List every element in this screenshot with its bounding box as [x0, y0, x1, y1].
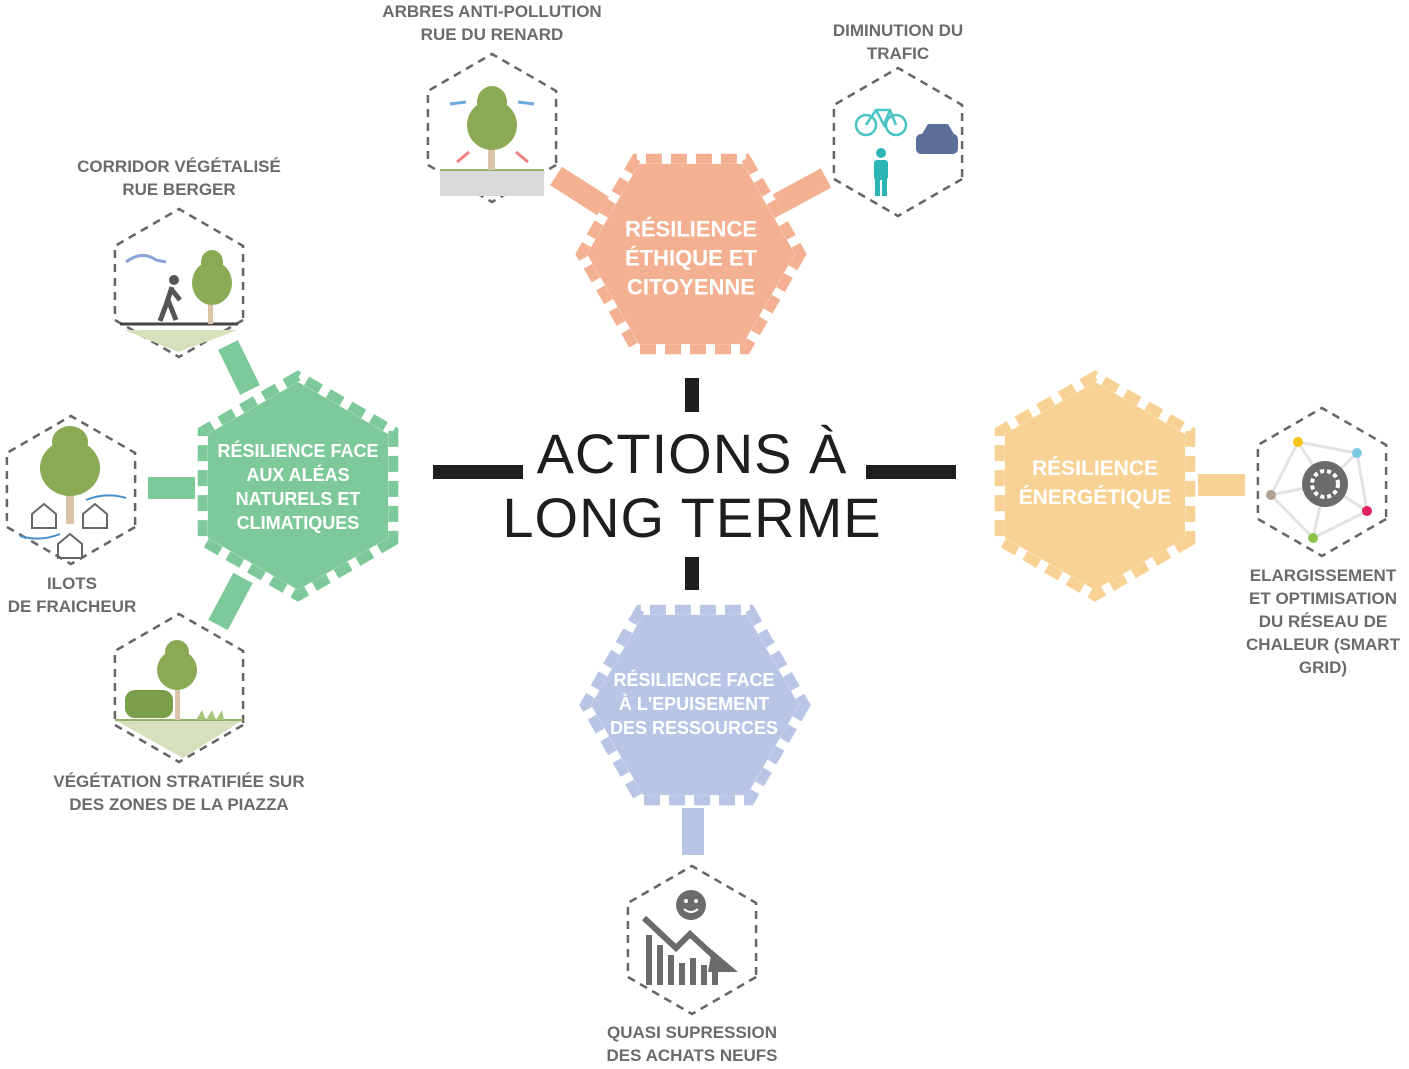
- pillar-ethique-dashed-border: [575, 153, 807, 355]
- pillar-line: AUX ALÉAS: [246, 465, 350, 485]
- label-line: DES ACHATS NEUFS: [606, 1046, 778, 1065]
- pillar-naturels-label: RÉSILIENCE FACE AUX ALÉAS NATURELS ET CL…: [217, 439, 378, 535]
- action-arbres-label: ARBRES ANTI-POLLUTION RUE DU RENARD: [382, 0, 601, 46]
- action-corridor-hexagon: [113, 207, 245, 359]
- action-smartgrid-hexagon: [1256, 406, 1388, 558]
- action-arbres-hexagon: [426, 52, 558, 204]
- action-smartgrid-label: ELARGISSEMENT ET OPTIMISATION DU RÉSEAU …: [1246, 564, 1400, 679]
- action-ilots-label: ILOTS DE FRAICHEUR: [8, 572, 136, 618]
- action-achats-label: QUASI SUPRESSION DES ACHATS NEUFS: [607, 1021, 778, 1067]
- central-title: ACTIONS À LONG TERME: [502, 422, 881, 550]
- action-trafic-hexagon: [832, 66, 964, 218]
- pillar-energetique-hexagon: [1004, 382, 1186, 590]
- smiley-decline-chart-icon: [641, 890, 738, 985]
- pillar-line: DES RESSOURCES: [609, 718, 779, 738]
- pillar-connectors: [148, 166, 1245, 855]
- tree-icon: [440, 86, 544, 196]
- pillar-naturels-dashed-border: [197, 370, 399, 602]
- action-achats-hexagon: [626, 864, 758, 1016]
- pillar-line: CITOYENNE: [627, 274, 755, 300]
- pillar-ethique-label: RÉSILIENCE ÉTHIQUE ET CITOYENNE: [625, 215, 757, 302]
- walker-tree-icon: [120, 250, 238, 352]
- label-line: ELARGISSEMENT: [1249, 566, 1397, 585]
- pillar-ressources-hexagon: [591, 614, 799, 796]
- action-ilots-hexagon: [5, 414, 137, 566]
- pillar-line: RÉSILIENCE: [1031, 457, 1159, 480]
- label-line: ARBRES ANTI-POLLUTION: [382, 2, 602, 21]
- pillar-line: NATURELS ET: [235, 489, 361, 509]
- pillar-energetique-dashed-border: [994, 370, 1196, 602]
- label-line: RUE BERGER: [122, 180, 236, 199]
- pillar-line: ÉNERGÉTIQUE: [1018, 486, 1172, 509]
- label-line: CORRIDOR VÉGÉTALISÉ: [77, 157, 281, 176]
- central-title-line2: LONG TERME: [502, 486, 882, 549]
- label-line: VÉGÉTATION STRATIFIÉE SUR: [53, 772, 305, 791]
- label-line: DIMINUTION DU: [832, 21, 964, 40]
- pillar-line: CLIMATIQUES: [236, 513, 360, 533]
- action-trafic-label: DIMINUTION DU TRAFIC: [833, 19, 963, 65]
- gear-network-icon: [1266, 437, 1372, 543]
- pillar-naturels-hexagon: [207, 382, 389, 590]
- pillar-ressources-dashed-border: [579, 604, 811, 806]
- label-line: DU RÉSEAU DE: [1258, 612, 1388, 631]
- pillar-line: RÉSILIENCE FACE: [217, 441, 379, 461]
- pillar-line: À L'EPUISEMENT: [618, 694, 770, 714]
- pillar-line: ÉTHIQUE ET: [624, 245, 757, 271]
- action-vegetation-hexagon: [113, 612, 245, 764]
- label-line: ET OPTIMISATION: [1249, 589, 1397, 608]
- label-line: RUE DU RENARD: [420, 25, 564, 44]
- label-line: DES ZONES DE LA PIAZZA: [69, 795, 289, 814]
- label-line: ILOTS: [46, 574, 98, 593]
- label-line: DE FRAICHEUR: [7, 597, 137, 616]
- label-line: QUASI SUPRESSION: [606, 1023, 778, 1042]
- label-line: TRAFIC: [866, 44, 930, 63]
- action-vegetation-label: VÉGÉTATION STRATIFIÉE SUR DES ZONES DE L…: [53, 770, 304, 816]
- label-line: CHALEUR (SMART: [1246, 635, 1400, 654]
- pillar-line: RÉSILIENCE FACE: [613, 670, 775, 690]
- label-line: GRID): [1298, 658, 1348, 677]
- action-hexagons: [5, 52, 1388, 1016]
- stratified-vegetation-icon: [115, 640, 243, 758]
- pillar-energetique-label: RÉSILIENCE ÉNERGÉTIQUE: [1019, 454, 1172, 512]
- central-title-line1: ACTIONS À: [536, 422, 848, 485]
- pillar-line: RÉSILIENCE: [624, 216, 758, 242]
- center-connectors: [433, 378, 956, 590]
- pillar-hexagons: [197, 153, 1196, 806]
- pillar-ethique-hexagon: [587, 163, 795, 345]
- tree-houses-icon: [19, 426, 127, 559]
- action-corridor-label: CORRIDOR VÉGÉTALISÉ RUE BERGER: [77, 155, 281, 201]
- bike-car-pedestrian-icon: [854, 108, 958, 196]
- pillar-ressources-label: RÉSILIENCE FACE À L'EPUISEMENT DES RESSO…: [610, 668, 778, 740]
